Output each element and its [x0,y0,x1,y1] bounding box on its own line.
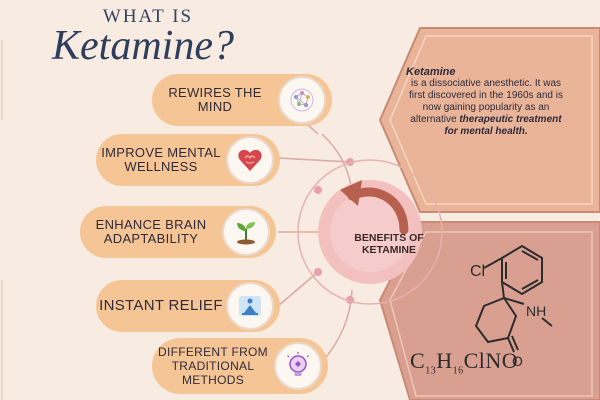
benefits-label: BENEFITS OF KETAMINE [354,232,424,256]
formula-c: C [410,348,426,373]
sprout-icon [222,208,270,256]
benefit-label: REWIRES THE MIND [168,85,262,114]
lightbulb-icon [274,342,322,390]
formula-h-count: 16 [452,365,464,377]
chemical-formula: C13H16ClNO [410,348,518,376]
formula-rest: ClNO [463,348,519,373]
benefit-different-methods: DIFFERENT FROM TRADITIONAL METHODS [152,338,328,394]
benefit-enhance-adaptability: ENHANCE BRAIN ADAPTABILITY [80,206,276,258]
benefit-label: DIFFERENT FROM TRADITIONAL METHODS [158,345,268,387]
benefit-label: INSTANT RELIEF [99,297,223,314]
description-keyword: Ketamine [406,66,456,78]
brain-network-icon [278,76,326,124]
benefit-label: ENHANCE BRAIN ADAPTABILITY [95,217,207,246]
benefit-improve-wellness: IMPROVE MENTAL WELLNESS [96,134,280,186]
description-panel [378,27,600,213]
description-emphasis: therapeutic treatment for mental health. [444,114,562,137]
meditation-icon [226,282,274,330]
heart-brain-icon [226,136,274,184]
formula-c-count: 13 [425,365,437,377]
title-kicker: WHAT IS [102,6,194,27]
formula-h: H [436,348,453,373]
center-circle-outer [297,159,443,305]
benefit-rewires-mind: REWIRES THE MIND [152,74,332,126]
description-text: is a dissociative anesthetic. It was fir… [409,78,563,125]
benefit-instant-relief: INSTANT RELIEF [96,280,280,332]
benefit-label: IMPROVE MENTAL WELLNESS [101,145,221,174]
page-title: Ketamine? [52,23,234,69]
ketamine-description: Ketamine is a dissociative anesthetic. I… [406,66,566,138]
